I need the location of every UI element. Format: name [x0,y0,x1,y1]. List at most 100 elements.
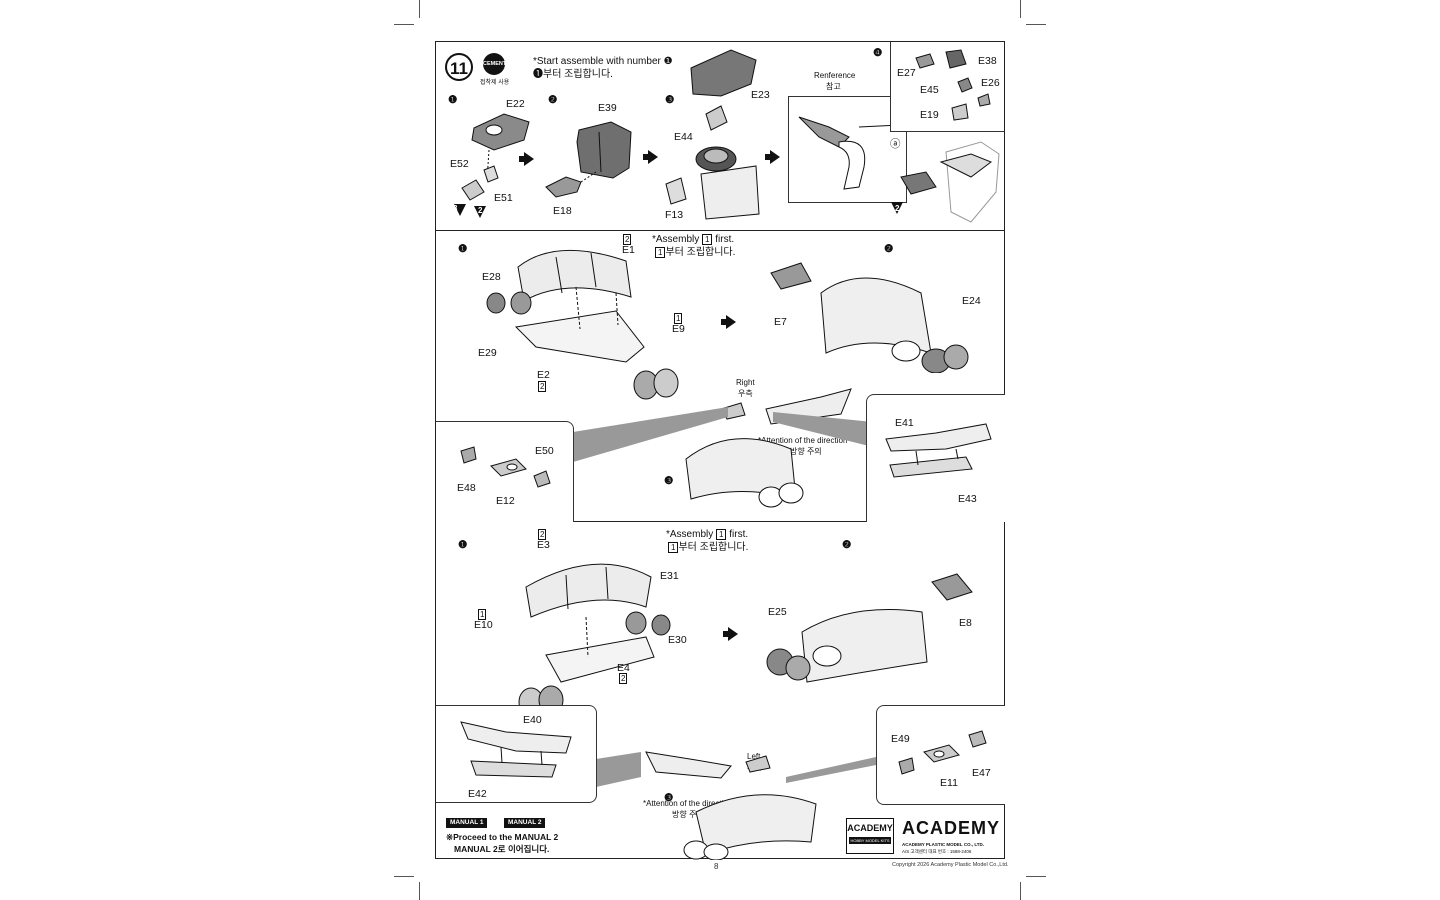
academy-badge-text: ACADEMY [847,823,893,833]
part-label-e18: E18 [553,205,572,217]
part-label-e31: E31 [660,570,679,582]
step-number-badge: 11 [445,53,473,81]
note-text-tail: first. [729,529,749,540]
assembly-section-1: 11 CEMENT 접착제 사용 *Start assemble with nu… [436,42,1004,231]
part-label-e43: E43 [958,493,977,505]
part-box-e3: 2 [538,529,547,540]
step4-assembled-drawing [891,141,1000,223]
crop-mark [1020,882,1021,900]
start-note-kr: ❶부터 조립합니다. [533,69,613,80]
part-label-e41: E41 [895,417,914,429]
part-label-e50: E50 [535,445,554,457]
note-text: *Assembly [652,234,700,245]
direction-label-en: Left [747,752,761,761]
proceed-note-kr: MANUAL 2로 이어집니다. [454,844,550,854]
part-label-f13: F13 [665,209,684,221]
part-label-e45: E45 [920,84,939,96]
muffler-half-drawing [486,249,679,400]
substep-2: ❷ [842,539,852,551]
bracket-drawing [454,113,530,218]
note-box-number: 1 [716,529,727,540]
part-label-e29: E29 [478,347,497,359]
part-label-e27: E27 [897,67,916,79]
bracket-parts-drawing [898,730,987,775]
heatshield-inset [436,705,597,803]
zoom-wedge [573,407,873,462]
part-label-e28: E28 [482,271,501,283]
heatshield-drawing [460,721,572,778]
part-label-e47: E47 [972,767,991,779]
manual-2-badge: MANUAL 2 [504,818,546,828]
callout-2: 2 [895,204,900,213]
note-text: *Assembly [666,529,714,540]
mark-a: ⓐ [890,138,901,150]
part-label-e44: E44 [674,131,693,143]
crop-mark [1020,0,1021,18]
crop-mark [1026,876,1046,877]
proceed-note-en: ※Proceed to the MANUAL 2 [446,832,559,842]
part-label-e4: E4 [617,662,630,674]
note-text: 부터 조립합니다. [678,542,749,553]
copyright-text: Copyright 2026 Academy Plastic Model Co.… [892,862,1009,868]
assembly-drawing [665,49,760,220]
note-box-number: 1 [655,247,666,258]
substep-2: ❷ [884,243,894,255]
part-label-e30: E30 [668,634,687,646]
direction-label-kr: 우측 [738,389,753,398]
manual-1-badge: MANUAL 1 [446,818,488,828]
part-label-e9: E9 [672,323,685,335]
page-number: 8 [714,862,719,871]
part-label-e1: E1 [622,244,635,256]
next-step-arrow [721,315,736,329]
zoom-wedge [596,752,876,787]
part-label-e22: E22 [506,98,525,110]
step4-parts-drawing [915,49,991,121]
part-label-e3: E3 [537,539,550,551]
academy-badge-sub: HOBBY MODEL KITS [849,837,891,844]
assembly-note-en: *Assembly 1 first. [652,234,734,246]
attention-label-en: *Attention of the direction [758,436,848,445]
reference-drawing [798,116,900,190]
crop-mark [419,882,420,900]
next-step-arrow [765,150,780,164]
crop-mark [394,876,414,877]
part-label-e19: E19 [920,109,939,121]
academy-logo: ACADEMY [902,818,1001,838]
heatshield-drawing [885,423,992,478]
service-number: A/S 고객센터 대표 번호 : 1588-2406 [902,849,972,854]
note-box-number: 1 [702,234,713,245]
part-label-e24: E24 [962,295,981,307]
part-label-e2: E2 [537,369,550,381]
part-label-e48: E48 [457,482,476,494]
reference-label-kr: 참고 [826,82,841,91]
note-text-tail: first. [715,234,735,245]
part-box-e1: 2 [623,234,632,245]
part-label-e49: E49 [891,733,910,745]
assembly-note-en: *Assembly 1 first. [666,529,748,541]
part-box-e4: 2 [619,673,628,684]
substep-2: ❷ [548,94,558,106]
instruction-sheet: 11 CEMENT 접착제 사용 *Start assemble with nu… [435,41,1005,860]
cement-caption: 접착제 사용 [480,80,510,86]
callout-2: 2 [478,206,483,215]
crop-mark [1026,24,1046,25]
part-box-e10: 1 [478,609,487,620]
reference-label-en: Renference [814,71,856,80]
part-label-e8: E8 [959,617,972,629]
part-label-e42: E42 [468,788,487,800]
muffler-assembled-drawing [766,573,973,683]
part-label-e52: E52 [450,158,469,170]
part-label-e51: E51 [494,192,513,204]
substep-3: ❸ [665,94,675,106]
company-name: ACADEMY PLASTIC MODEL CO., LTD. [902,842,985,847]
part-label-e11: E11 [940,777,958,789]
muffler-half-drawing [518,563,671,717]
attention-label-kr: 방향 주의 [790,447,822,456]
part-label-e12: E12 [496,495,515,507]
part-label-e25: E25 [768,606,787,618]
substep-3: ❸ [664,792,674,804]
